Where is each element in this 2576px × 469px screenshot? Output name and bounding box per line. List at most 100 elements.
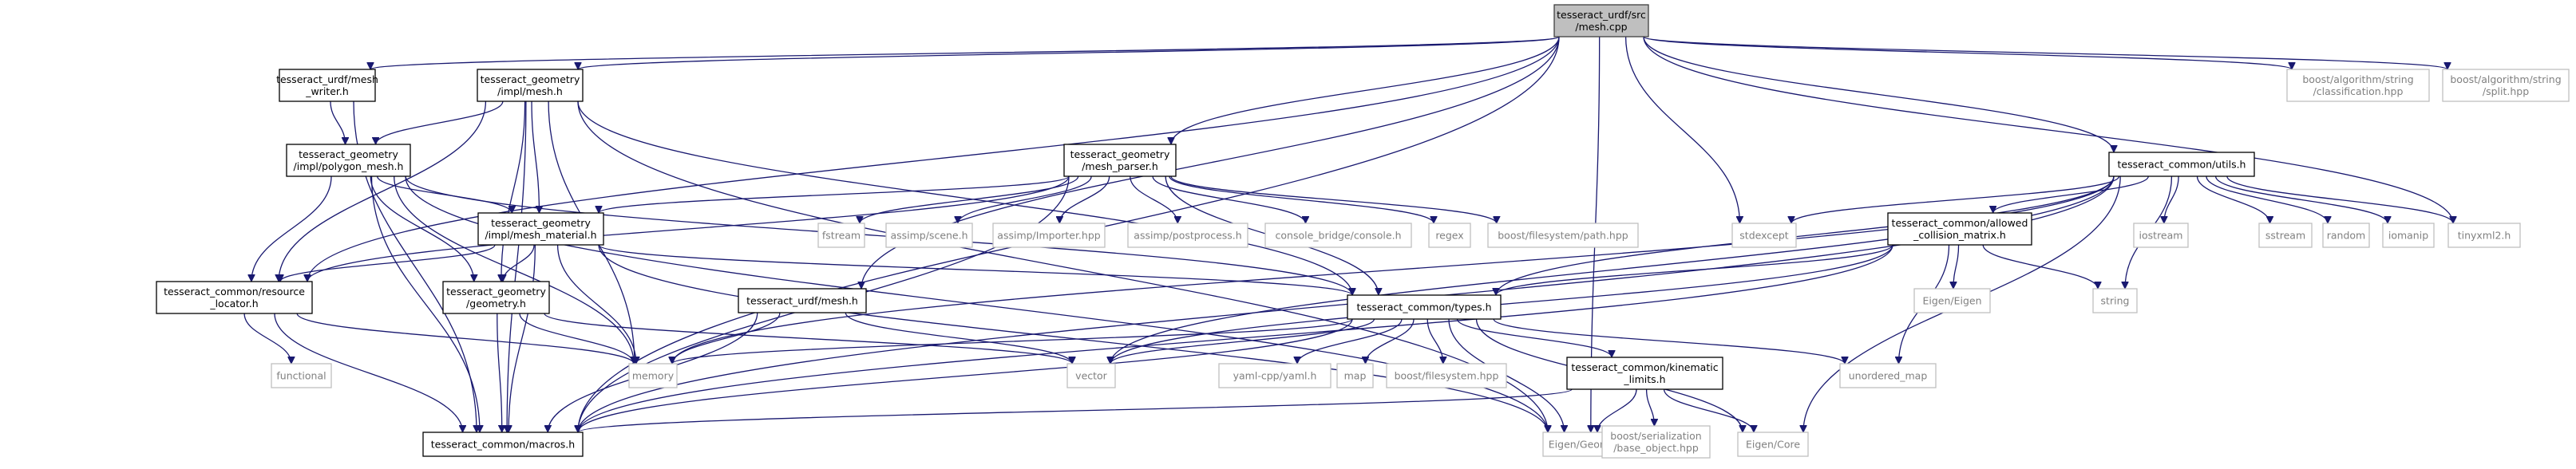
node-boost-classification: boost/algorithm/string/classification.hp…: [2286, 69, 2430, 102]
node-acm[interactable]: tesseract_common/allowed_collision_matri…: [1887, 212, 2032, 246]
node-impl-mesh[interactable]: tesseract_geometry/impl/mesh.h: [477, 69, 584, 102]
edge-resource-locator-to-memory: [296, 313, 634, 365]
edge-mesh-parser-to-mesh-material: [599, 175, 1070, 214]
node-box: [1218, 363, 1332, 388]
edge-impl-mesh-to-types: [577, 100, 1352, 295]
node-label: boost/filesystem.hpp: [1395, 370, 1499, 382]
edge-path: [1456, 318, 1612, 358]
node-root: tesseract_urdf/src/mesh.cpp: [1553, 4, 1649, 37]
edge-utils-to-memory: [672, 175, 2115, 364]
edge-path: [1791, 175, 2120, 224]
edge-acm-to-macros: [578, 244, 1893, 432]
node-box: [1913, 288, 1991, 313]
edge-path: [330, 100, 346, 144]
node-geometry[interactable]: tesseract_geometry/geometry.h: [442, 281, 550, 314]
edge-path: [958, 175, 1092, 224]
edge-path: [598, 244, 1548, 432]
node-utils[interactable]: tesseract_common/utils.h: [2108, 152, 2255, 177]
node-label: tesseract_geometry: [446, 286, 546, 298]
edge-path: [2226, 175, 2453, 224]
edge-kinematic-limits-to-boost-serialization: [1645, 388, 1655, 426]
node-box: [1386, 363, 1507, 388]
node-types[interactable]: tesseract_common/types.h: [1347, 294, 1502, 320]
node-label: tesseract_urdf/mesh.h: [746, 295, 858, 307]
node-mesh-material[interactable]: tesseract_geometry/impl/mesh_material.h: [477, 212, 604, 246]
node-boost-fs: boost/filesystem.hpp: [1386, 363, 1507, 388]
node-box: [992, 223, 1106, 248]
node-mesh-parser[interactable]: tesseract_geometry/mesh_parser.h: [1063, 144, 1177, 177]
node-label: tesseract_geometry: [491, 217, 591, 229]
node-label: _writer.h: [305, 85, 349, 97]
edge-path: [1645, 388, 1655, 426]
node-boost-serialization: boost/serialization/base_object.hpp: [1601, 425, 1711, 459]
node-box: [1887, 212, 2032, 246]
edge-path: [503, 244, 535, 282]
edge-root-to-mesh-writer: [370, 36, 1560, 70]
node-urdf-mesh[interactable]: tesseract_urdf/mesh.h: [738, 288, 867, 313]
edge-polygon-mesh-to-geometry: [370, 175, 474, 282]
edge-path: [1110, 244, 1893, 364]
edge-mesh-parser-to-console-bridge: [1152, 175, 1305, 224]
edge-path: [672, 318, 1353, 365]
edge-path: [1597, 388, 1637, 433]
edge-path: [376, 100, 504, 145]
node-box: [477, 69, 584, 102]
node-kinematic-limits[interactable]: tesseract_common/kinematic_limits.h: [1566, 357, 1723, 390]
edge-path: [1624, 36, 1740, 223]
node-label: /geometry.h: [466, 298, 526, 309]
edge-resource-locator-to-macros: [274, 313, 463, 432]
edge-path: [251, 175, 332, 282]
node-macros[interactable]: tesseract_common/macros.h: [422, 432, 584, 457]
node-label: /split.hpp: [2483, 85, 2529, 97]
edge-acm-to-vector: [1110, 244, 1893, 364]
node-label: map: [1344, 370, 1367, 382]
edge-path: [1643, 36, 2453, 223]
edge-path: [279, 100, 487, 282]
node-boost-split: boost/algorithm/string/split.hpp: [2442, 69, 2570, 102]
edge-path: [307, 36, 1560, 282]
edge-types-to-unordered-map: [1493, 318, 1845, 365]
edge-acm-to-eigen-eigen: [1953, 244, 1960, 289]
node-box: [2382, 223, 2435, 248]
edge-root-to-tinyxml2: [1643, 36, 2453, 223]
node-label: stdexcept: [1739, 230, 1788, 242]
node-label: tesseract_common/macros.h: [431, 439, 575, 451]
node-box: [442, 281, 550, 314]
edge-impl-mesh-to-resource-locator: [279, 100, 487, 282]
node-label: random: [2327, 230, 2365, 242]
edge-path: [394, 175, 634, 364]
node-label: assimp/Importer.hpp: [997, 230, 1100, 242]
node-mesh-writer[interactable]: tesseract_urdf/mesh_writer.h: [276, 69, 378, 102]
edge-root-to-utils: [1643, 36, 2114, 152]
edge-path: [1059, 175, 1110, 224]
edge-path: [1130, 175, 1178, 224]
node-box: [738, 288, 867, 313]
node-label: boost/algorithm/string: [2450, 73, 2561, 85]
edge-mesh-material-to-memory: [556, 244, 636, 364]
node-label: tesseract_common/resource: [164, 286, 305, 298]
node-label: functional: [276, 370, 326, 382]
node-map: map: [1336, 363, 1374, 388]
edge-path: [1643, 36, 2114, 152]
edge-path: [1171, 36, 1560, 144]
node-label: tesseract_common/kinematic: [1571, 361, 1718, 373]
node-resource-locator[interactable]: tesseract_common/resource_locator.h: [156, 281, 313, 314]
node-boost-fs-path: boost/filesystem/path.hpp: [1487, 223, 1639, 248]
edge-mesh-parser-to-resource-locator: [307, 175, 1070, 282]
node-label: assimp/scene.h: [890, 230, 967, 242]
edge-polygon-mesh-to-macros: [370, 175, 480, 432]
edge-path: [501, 100, 526, 282]
edge-path: [861, 36, 1560, 289]
node-label: /classification.hpp: [2313, 85, 2404, 97]
node-box: [1428, 223, 1471, 248]
node-box: [1264, 223, 1412, 248]
node-yaml: yaml-cpp/yaml.h: [1218, 363, 1332, 388]
node-box: [156, 281, 313, 314]
edge-types-to-kinematic-limits: [1456, 318, 1612, 358]
edge-mesh-material-to-resource-locator: [280, 244, 496, 282]
node-polygon-mesh[interactable]: tesseract_geometry/impl/polygon_mesh.h: [286, 144, 411, 177]
edge-path: [2196, 175, 2270, 224]
node-memory: memory: [628, 363, 678, 388]
node-label: /impl/mesh_material.h: [485, 229, 596, 241]
edge-path: [845, 312, 1072, 365]
